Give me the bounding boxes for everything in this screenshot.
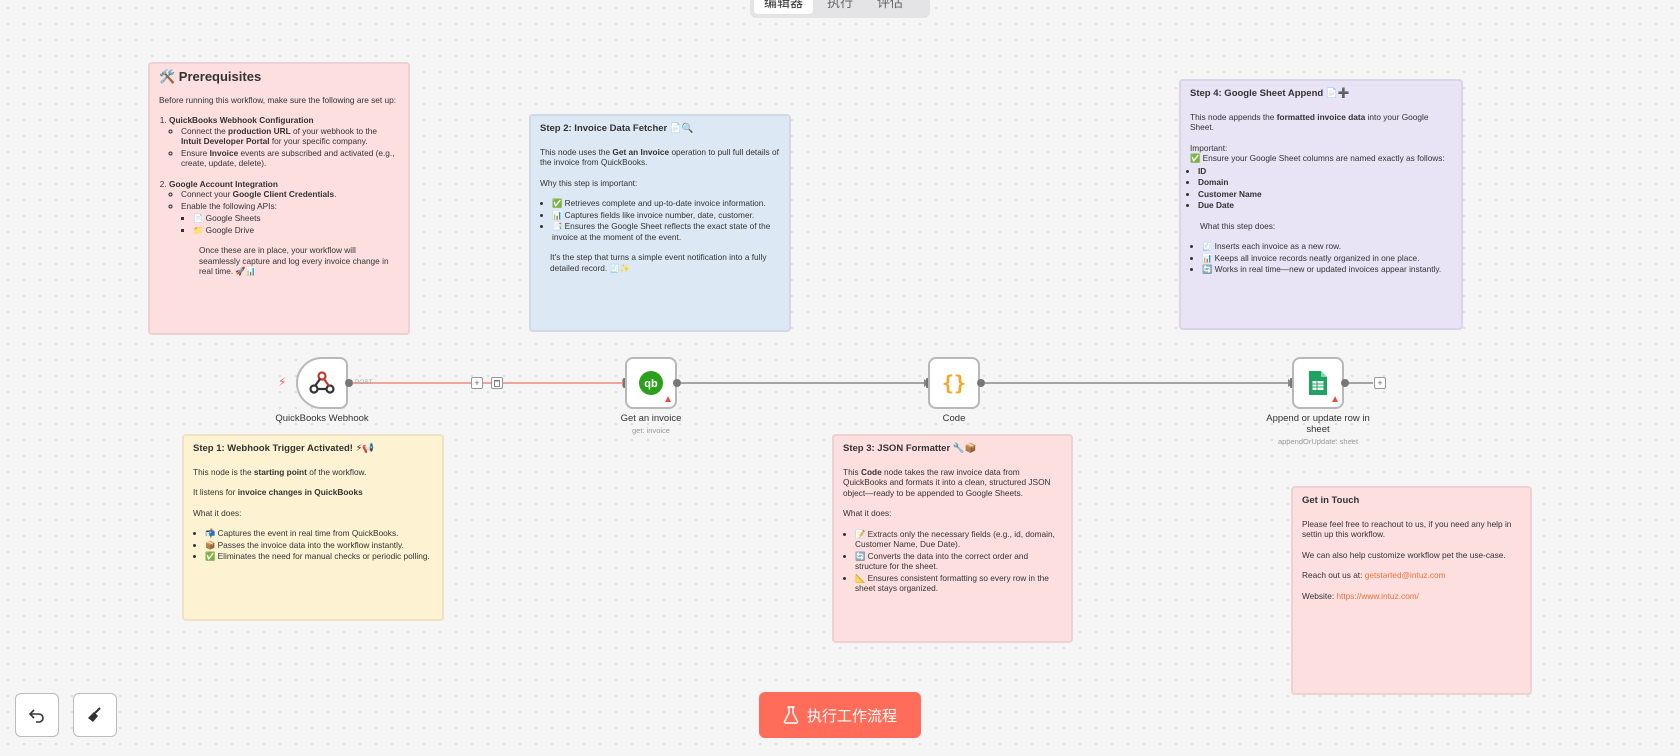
prereq-item-webhook: QuickBooks Webhook Configuration Connect… <box>169 115 399 169</box>
add-next-node-button[interactable]: + <box>1374 377 1386 389</box>
code-output-handle[interactable] <box>977 379 985 387</box>
quickbooks-icon: qb <box>639 371 663 395</box>
sheet-node-subtitle: appendOrUpdate: sheet <box>1277 437 1359 446</box>
quickbooks-webhook-node[interactable] <box>296 357 348 409</box>
step4-note[interactable]: Step 4: Google Sheet Append 📄➕ This node… <box>1179 79 1463 330</box>
step4-title: Step 4: Google Sheet Append 📄➕ <box>1190 88 1350 99</box>
step2-note[interactable]: Step 2: Invoice Data Fetcher 📄🔍 This nod… <box>529 114 791 332</box>
trigger-bolt-icon: ⚡ <box>278 375 287 389</box>
contact-title: Get in Touch <box>1302 495 1360 506</box>
trash-icon <box>494 380 500 387</box>
prerequisites-intro: Before running this workflow, make sure … <box>159 94 397 105</box>
tab-editor[interactable]: 编辑器 <box>754 0 814 14</box>
prerequisites-title: 🛠️ Prerequisites <box>159 69 262 84</box>
append-sheet-node[interactable]: ▲ <box>1292 357 1344 409</box>
step1-note[interactable]: Step 1: Webhook Trigger Activated! ⚡📢 Th… <box>182 434 444 621</box>
flask-icon <box>783 706 799 724</box>
sheet-output-handle[interactable] <box>1341 379 1349 387</box>
code-braces-icon: {} <box>941 371 967 395</box>
invoice-node-subtitle: get: invoice <box>632 426 670 435</box>
sheet-warning-icon: ▲ <box>1330 394 1340 405</box>
contact-note[interactable]: Get in Touch Please feel free to reachou… <box>1291 486 1532 695</box>
execute-workflow-label: 执行工作流程 <box>806 707 897 725</box>
contact-website-link[interactable]: https://www.intuz.com/ <box>1336 590 1419 601</box>
webhook-method-label: POST <box>355 379 373 386</box>
step3-note[interactable]: Step 3: JSON Formatter 🔧📦 This Code node… <box>832 434 1073 643</box>
invoice-warning-icon: ▲ <box>663 394 673 405</box>
step1-title: Step 1: Webhook Trigger Activated! ⚡📢 <box>193 443 375 454</box>
prereq-item-google: Google Account Integration Connect your … <box>169 179 399 277</box>
get-invoice-node[interactable]: qb ▲ <box>625 357 677 409</box>
webhook-output-handle[interactable] <box>345 379 353 387</box>
clear-execution-button[interactable] <box>73 693 117 737</box>
step2-title: Step 2: Invoice Data Fetcher 📄🔍 <box>540 123 694 134</box>
google-sheets-icon <box>1309 371 1327 395</box>
add-node-button[interactable]: + <box>471 377 483 389</box>
prerequisites-note[interactable]: 🛠️ Prerequisites Before running this wor… <box>148 62 410 335</box>
webhook-node-label: QuickBooks Webhook <box>275 413 369 424</box>
execute-workflow-button[interactable]: 执行工作流程 <box>759 692 921 738</box>
webhook-icon <box>309 371 335 394</box>
code-node-label: Code <box>942 413 966 424</box>
delete-connection-button[interactable] <box>491 377 503 389</box>
contact-email-link[interactable]: getstarted@intuz.com <box>1364 570 1446 580</box>
undo-icon <box>28 709 44 723</box>
tab-evaluations[interactable]: 评估 <box>877 0 904 10</box>
undo-button[interactable] <box>15 693 59 737</box>
step3-title: Step 3: JSON Formatter 🔧📦 <box>843 443 977 454</box>
tab-executions[interactable]: 执行 <box>827 0 854 10</box>
sheet-node-label: Append or update row in sheet <box>1266 413 1370 435</box>
svg-text:qb: qb <box>644 378 658 390</box>
code-node[interactable]: {} <box>928 357 980 409</box>
broom-icon <box>88 707 101 722</box>
view-tabs: 编辑器 执行 评估 <box>750 0 930 18</box>
invoice-node-label: Get an invoice <box>620 413 682 424</box>
prerequisites-outro: Once these are in place, your workflow w… <box>199 245 389 276</box>
invoice-output-handle[interactable] <box>673 379 681 387</box>
